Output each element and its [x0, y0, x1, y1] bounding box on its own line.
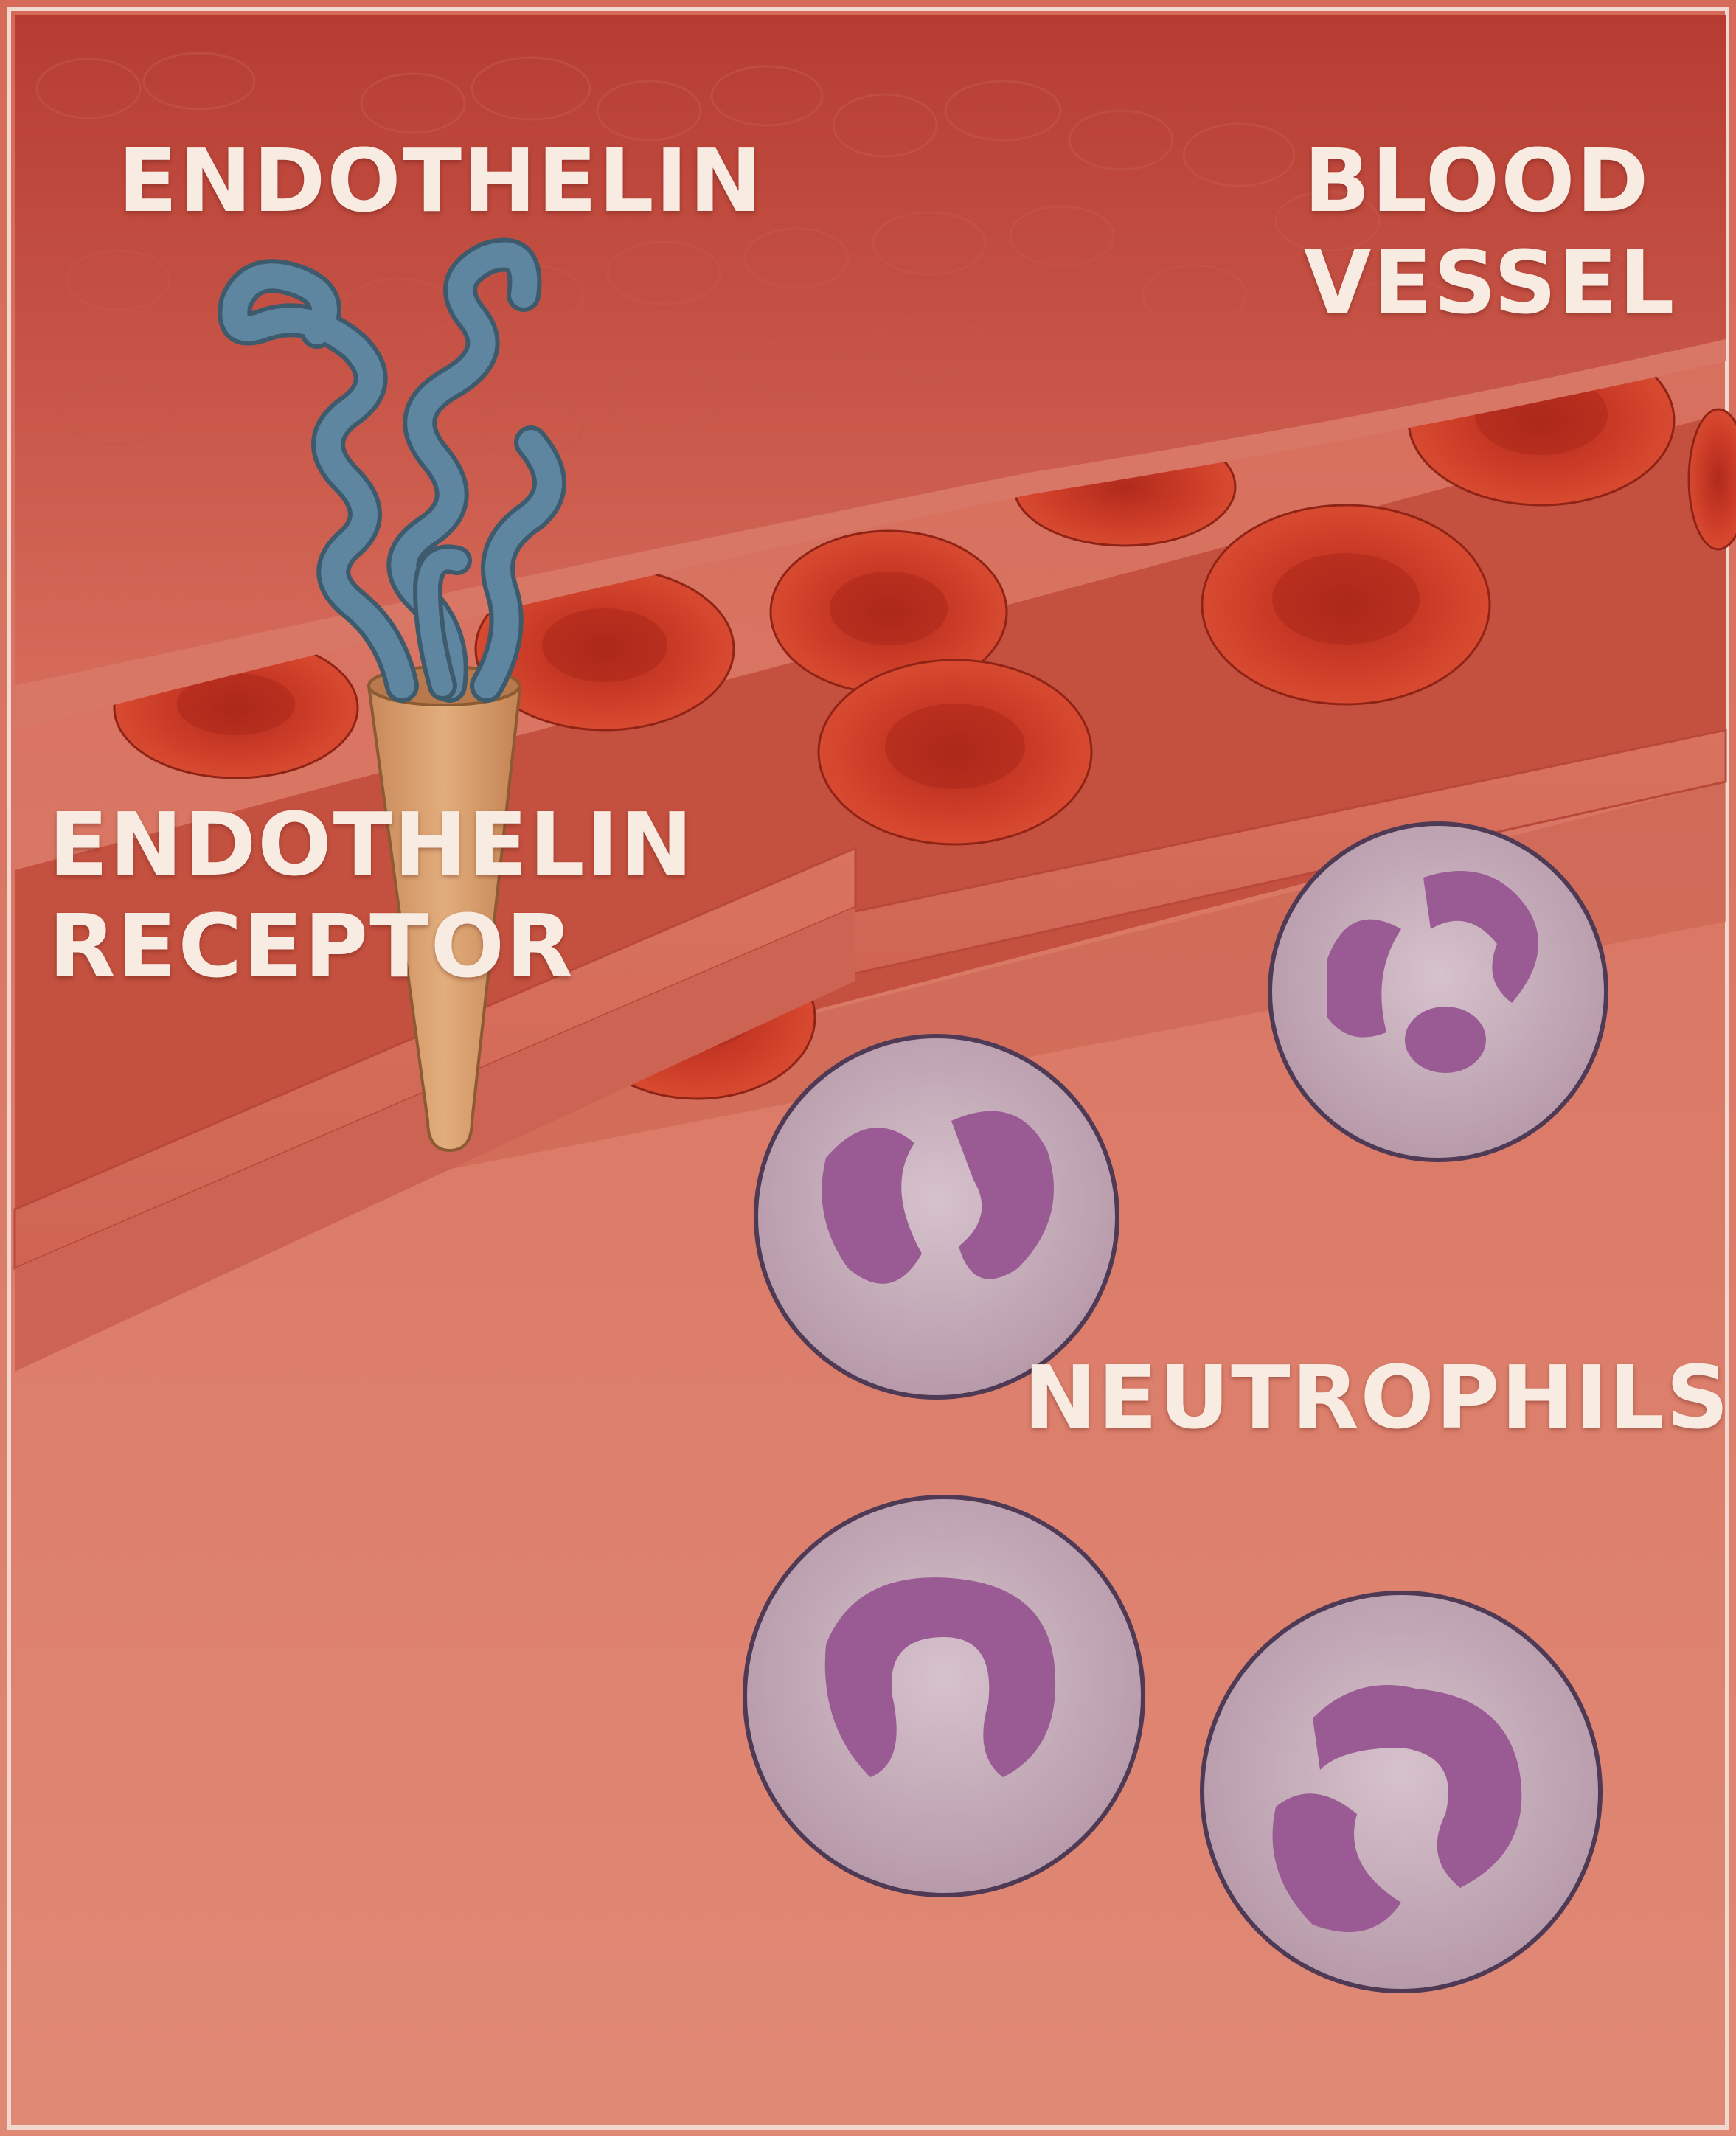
endothelin-receptor-label: ENDOTHELIN RECEPTOR — [49, 793, 695, 997]
vessel-upper-wall-edge — [15, 339, 1726, 730]
biconcave-disc-icon — [1201, 504, 1491, 706]
multilobed-nucleus-cell-icon — [1268, 821, 1608, 1162]
neutrophils-group — [743, 821, 1608, 1993]
blood-vessel-label: BLOOD VESSEL — [1304, 130, 1676, 333]
neutrophils-label: NEUTROPHILS — [1024, 1347, 1731, 1448]
biconcave-disc-icon — [1687, 408, 1736, 551]
multilobed-nucleus-cell-icon — [1200, 1591, 1603, 1993]
coiled-peptide-icon — [218, 237, 566, 703]
multilobed-nucleus-cell-icon — [754, 1034, 1119, 1400]
endothelial-cell-texture — [35, 52, 1639, 459]
biconcave-disc-icon — [769, 529, 1008, 695]
multilobed-nucleus-cell-icon — [743, 1495, 1145, 1897]
biconcave-disc-icon — [817, 659, 1093, 846]
endothelin-label: ENDOTHELIN — [118, 130, 764, 232]
